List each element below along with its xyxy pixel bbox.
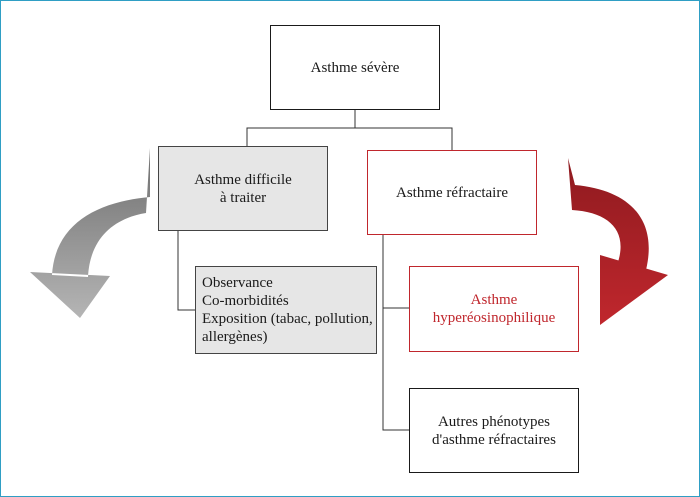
connector-root <box>246 110 356 146</box>
text-line: Asthme réfractaire <box>395 184 509 201</box>
text-line: hyperéosinophilique <box>432 310 556 326</box>
node-asthme-refractaire-label: Asthme réfractaire <box>396 184 508 202</box>
text-line: allergènes) <box>202 329 268 345</box>
node-asthme-refractaire: Asthme réfractaire <box>367 150 537 235</box>
connector-refractaire-hyper <box>382 235 409 309</box>
text-line: Observance <box>202 275 273 291</box>
node-asthme-difficile-label: Asthme difficile à traiter <box>194 171 292 207</box>
node-asthme-severe: Asthme sévère <box>270 25 440 110</box>
node-asthme-hypereosinophilique-label: Asthme hyperéosinophilique <box>433 291 555 327</box>
node-causes: Observance Co-morbidités Exposition (tab… <box>195 266 377 354</box>
node-asthme-severe-label: Asthme sévère <box>311 59 400 77</box>
node-autres-phenotypes-label: Autres phénotypes d'asthme réfractaires <box>432 413 556 449</box>
connector-difficile-causes <box>177 231 195 311</box>
connector-root-refractaire <box>355 127 453 150</box>
text-line: Asthme sévère <box>310 59 400 76</box>
text-line: Asthme difficile <box>194 171 292 188</box>
text-line: Exposition (tabac, pollution, <box>202 311 373 327</box>
node-autres-phenotypes: Autres phénotypes d'asthme réfractaires <box>409 388 579 473</box>
red-curved-arrow <box>568 158 668 325</box>
grey-curved-arrow <box>30 148 150 318</box>
node-causes-label: Observance Co-morbidités Exposition (tab… <box>202 274 373 346</box>
text-line: Co-morbidités <box>202 293 289 309</box>
node-asthme-hypereosinophilique: Asthme hyperéosinophilique <box>409 266 579 352</box>
text-line: d'asthme réfractaires <box>432 431 556 448</box>
node-asthme-difficile: Asthme difficile à traiter <box>158 146 328 231</box>
text-line: Autres phénotypes <box>437 413 551 430</box>
text-line: Asthme <box>470 292 518 308</box>
connector-refractaire-autres <box>382 308 409 431</box>
text-line: à traiter <box>219 189 267 206</box>
